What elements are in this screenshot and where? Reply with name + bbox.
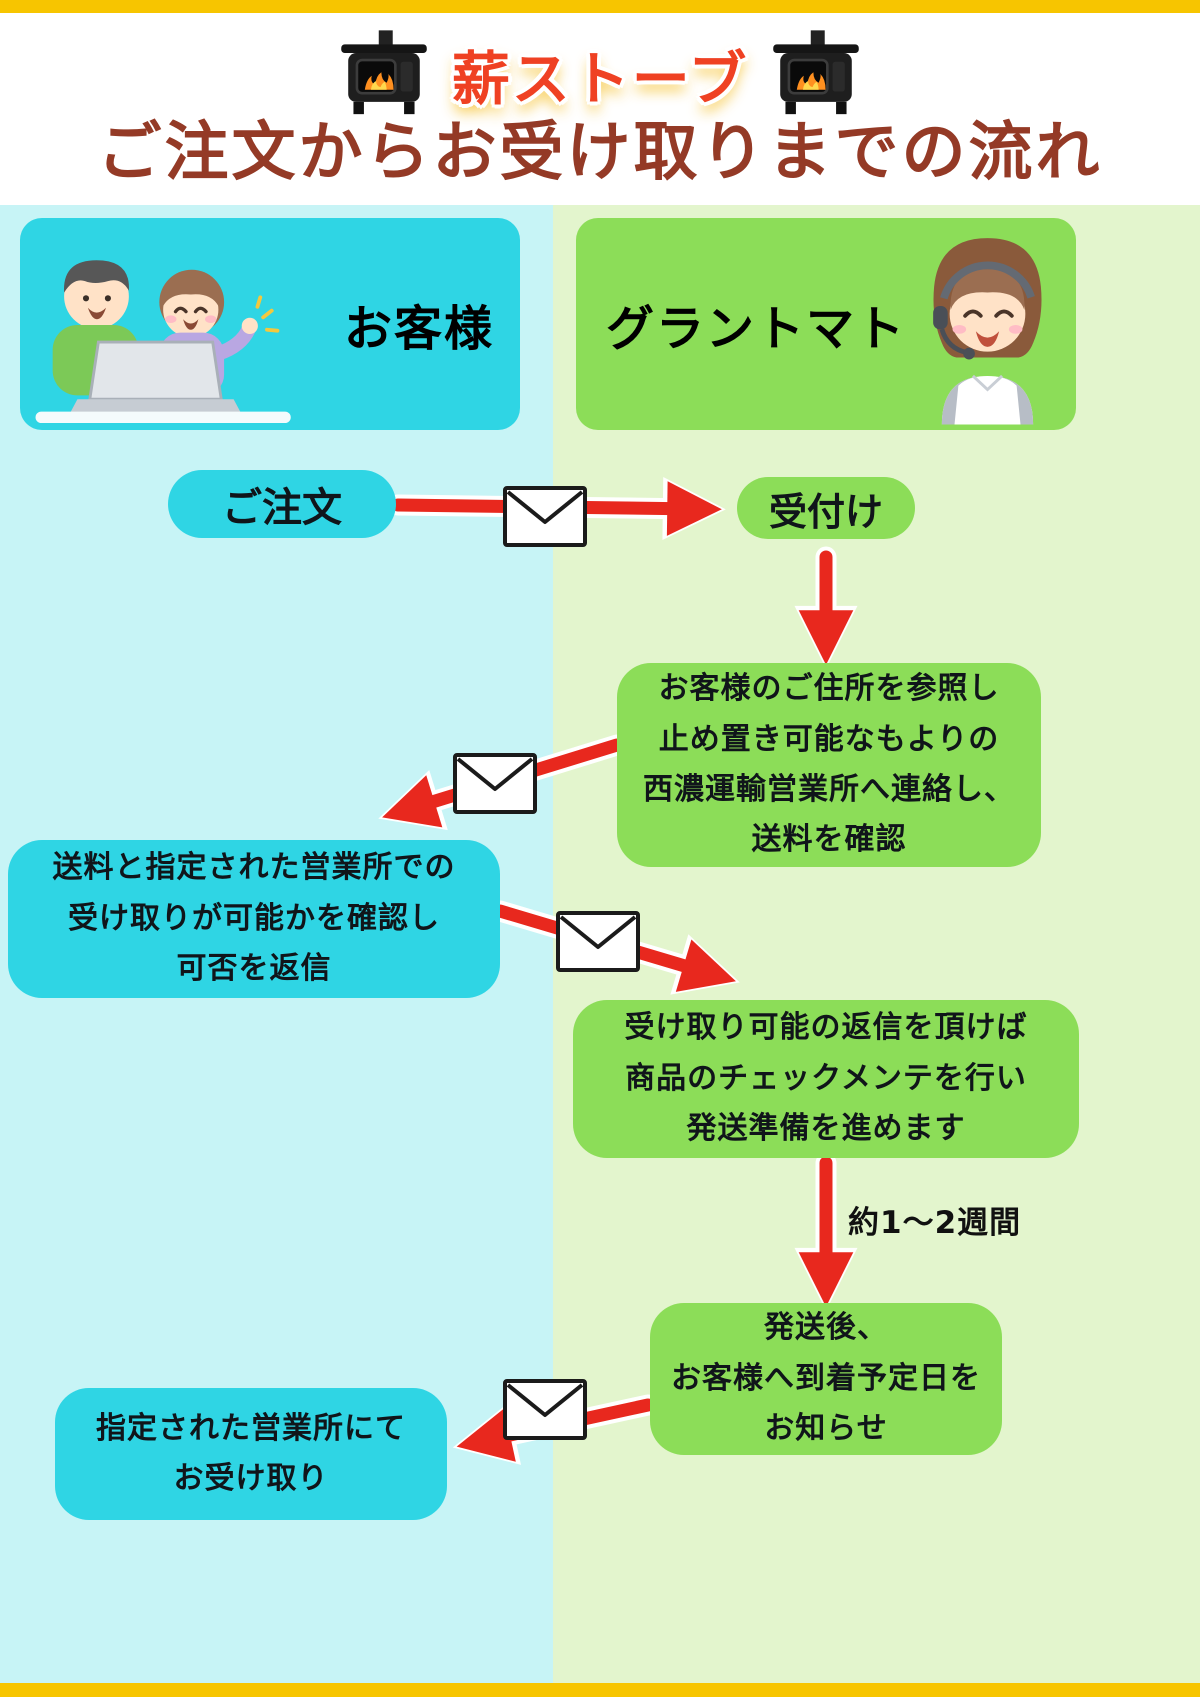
page-subtitle: ご注文からお受け取りまでの流れ [97, 115, 1103, 190]
step-company-prepare: 受け取り可能の返信を頂けば 商品のチェックメンテを行い 発送準備を進めます [573, 1000, 1079, 1158]
stove-icon-right [773, 30, 860, 114]
title-row: 薪ストーブ [336, 30, 865, 118]
bottom-border-bar [0, 1683, 1200, 1697]
top-border-bar [0, 0, 1200, 13]
customers-illustration [35, 260, 291, 424]
step-customer-pickup: 指定された営業所にて お受け取り [55, 1388, 447, 1520]
step-company-notify: 発送後、 お客様へ到着予定日を お知らせ [650, 1303, 1002, 1455]
header: 薪ストーブ ご注文からお受け取りまでの流れ [0, 13, 1200, 205]
duration-label: 約1〜2週間 [848, 1205, 1022, 1241]
step-reception: 受付け [737, 477, 915, 539]
stove-icon-left [340, 30, 427, 114]
company-header-card: グラントマト [576, 218, 1076, 430]
operator-illustration [933, 238, 1042, 425]
customer-column-label: お客様 [343, 301, 494, 357]
page-title: 薪ストーブ [451, 44, 749, 113]
step-order: ご注文 [168, 470, 396, 538]
customer-header-card: お客様 [20, 218, 520, 430]
step-customer-confirm: 送料と指定された営業所での 受け取りが可能かを確認し 可否を返信 [8, 840, 500, 998]
flow-diagram: お客様 グラントマト [0, 205, 1200, 1684]
company-column-label: グラントマト [606, 301, 907, 357]
step-company-check: お客様のご住所を参照し 止め置き可能なもよりの 西濃運輸営業所へ連絡し、 送料を… [617, 663, 1041, 867]
